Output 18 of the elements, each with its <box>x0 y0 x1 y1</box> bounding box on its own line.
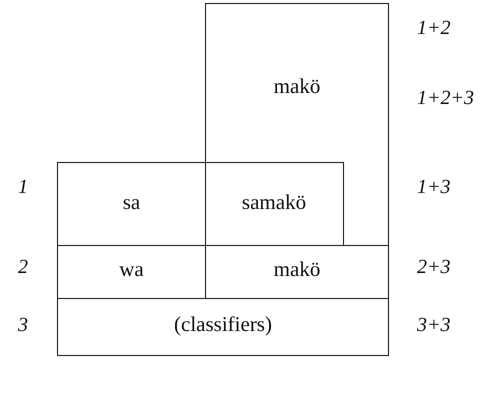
cell-text: (classifiers) <box>173 312 273 337</box>
cell-text: samakö <box>240 190 308 214</box>
table-box <box>57 298 389 356</box>
cell-text: makö <box>272 257 322 282</box>
row-label: 2 <box>18 256 28 279</box>
row-label: 2+3 <box>417 256 450 279</box>
table-box <box>57 162 206 246</box>
row-label: 3 <box>18 314 28 337</box>
table-box <box>205 3 389 246</box>
cell-text: sa <box>122 190 142 215</box>
table-box <box>204 162 344 246</box>
row-label: 3+3 <box>417 314 450 337</box>
cell-text: makö <box>272 74 322 99</box>
row-label: 1+2 <box>417 17 450 40</box>
row-label: 1+3 <box>417 176 450 199</box>
cell-text: wa <box>118 257 145 282</box>
row-label: 1+2+3 <box>417 87 474 110</box>
row-label: 1 <box>18 176 28 199</box>
